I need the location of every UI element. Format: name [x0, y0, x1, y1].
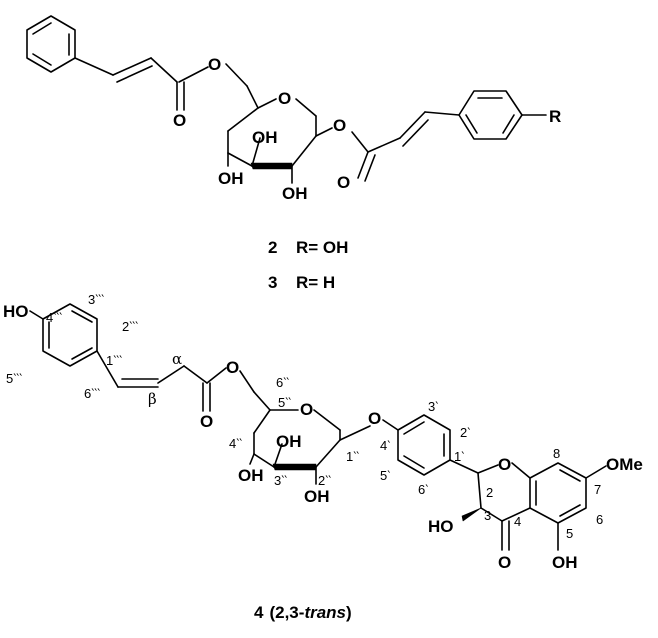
label-c1-prime: 1‵	[454, 449, 464, 464]
atom-anomeric-oxygen: O	[333, 116, 346, 135]
caption-compound-4: 4 (2,3-trans)	[254, 603, 352, 622]
phenyl-ring-left	[26, 15, 76, 73]
label-c2-double-prime: 2‵‵	[318, 473, 331, 488]
label-c2: 2	[486, 485, 493, 500]
cinnamoyl-chain-right	[351, 111, 460, 182]
label-c6-double-prime: 6‵‵	[276, 375, 289, 390]
glucose-ring-1	[227, 85, 333, 184]
compound-number-4: 4	[254, 603, 264, 622]
atom-ester-oxygen: O	[208, 55, 221, 74]
flavonoid-c-ring	[461, 462, 531, 551]
atom-hydroxyl-c2pp: OH	[304, 487, 330, 506]
label-c3-prime: 3‵	[428, 399, 438, 414]
label-alpha: α	[172, 350, 182, 368]
atom-hydroxyl-c3pp: OH	[276, 432, 302, 451]
atom-glycosidic-oxygen: O	[368, 409, 381, 428]
atom-phenol-hydroxyl: HO	[3, 302, 29, 321]
caption-compound-2: 2 R= OH	[268, 238, 348, 257]
label-c2-triple-prime: 2‵‵‵	[122, 319, 138, 334]
label-c3-triple-prime: 3‵‵‵	[88, 292, 104, 307]
atom-ring-oxygen: O	[278, 89, 291, 108]
label-c8: 8	[553, 446, 560, 461]
label-c4-prime: 4‵	[380, 438, 390, 453]
label-c7: 7	[594, 482, 601, 497]
atom-ring-oxygen: O	[300, 400, 313, 419]
structure-compounds-2-3: O O O O OH OH OH O R 2 R= OH 3 R= H	[26, 15, 561, 292]
atom-ring-c-oxygen: O	[498, 455, 511, 474]
coumaroyl-chain	[96, 350, 255, 412]
atom-carbonyl-oxygen-right: O	[337, 173, 350, 192]
caption-trans: trans	[304, 603, 346, 622]
phenyl-ring-right	[458, 90, 547, 140]
caption-open: (2,3-	[269, 603, 304, 622]
cinnamoyl-chain-left	[74, 57, 248, 111]
label-c5-double-prime: 5‵‵	[278, 395, 291, 410]
atom-keto-oxygen: O	[498, 553, 511, 572]
r-definition-3: R= H	[296, 273, 335, 292]
caption-close: )	[346, 603, 352, 622]
atom-hydroxyl-c2: OH	[282, 184, 308, 203]
label-c5: 5	[566, 526, 573, 541]
label-c6: 6	[596, 512, 603, 527]
compound-number-2: 2	[268, 238, 277, 257]
atom-carbonyl-oxygen: O	[200, 412, 213, 431]
flavonoid-a-ring	[529, 462, 607, 551]
label-c3: 3	[484, 508, 491, 523]
compound-number-3: 3	[268, 273, 277, 292]
atom-methoxy: OMe	[606, 455, 643, 474]
atom-hydroxyl-c3: OH	[252, 128, 278, 147]
atom-numbering: 4‵‵‵ 3‵‵‵ 2‵‵‵ 1‵‵‵ 5‵‵‵ 6‵‵‵ α β 6‵‵ 5‵…	[6, 292, 603, 541]
glucose-ring-2	[249, 391, 399, 485]
atom-hydroxyl-c4: OH	[218, 169, 244, 188]
flavonoid-b-ring	[397, 414, 479, 476]
atom-carbonyl-oxygen-left: O	[173, 111, 186, 130]
label-c1-double-prime: 1‵‵	[346, 449, 359, 464]
label-c5-prime: 5‵	[380, 468, 390, 483]
label-c2-prime: 2‵	[460, 425, 470, 440]
atom-hydroxyl-c3: HO	[428, 517, 454, 536]
caption-compound-3: 3 R= H	[268, 273, 335, 292]
label-c6-triple-prime: 6‵‵‵	[84, 386, 100, 401]
label-c1-triple-prime: 1‵‵‵	[106, 353, 122, 368]
label-c4: 4	[514, 514, 521, 529]
structure-compound-4: HO O O O O OH OH OH O OMe HO O OH 4‵‵‵ 3…	[3, 292, 643, 622]
atom-hydroxyl-c5: OH	[552, 553, 578, 572]
label-c5-triple-prime: 5‵‵‵	[6, 371, 22, 386]
coumaroyl-phenyl-ring	[29, 303, 98, 367]
label-beta: β	[148, 390, 157, 408]
label-c6-prime: 6‵	[418, 482, 428, 497]
label-c4-triple-prime: 4‵‵‵	[46, 310, 62, 325]
r-definition-2: R= OH	[296, 238, 348, 257]
atom-r-group: R	[549, 107, 561, 126]
label-c3-double-prime: 3‵‵	[274, 473, 287, 488]
atom-hydroxyl-c4pp: OH	[238, 466, 264, 485]
atom-ester-oxygen: O	[226, 358, 239, 377]
label-c4-double-prime: 4‵‵	[229, 436, 242, 451]
